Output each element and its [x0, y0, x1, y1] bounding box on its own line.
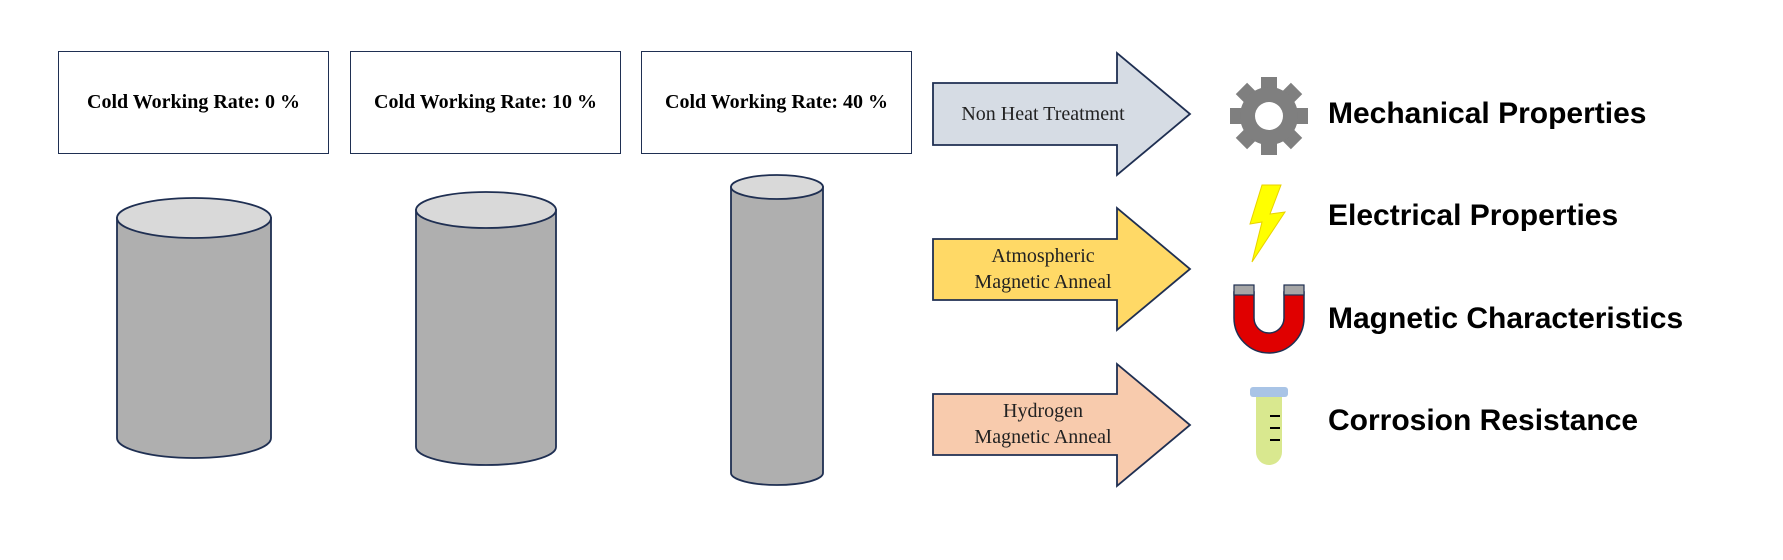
arrow-atmospheric-anneal	[932, 206, 1192, 332]
treatment-label-atmospheric: Atmospheric Magnetic Anneal	[933, 243, 1153, 295]
gear-icon	[1230, 77, 1308, 155]
sample-label-40: Cold Working Rate: 40 %	[641, 51, 912, 154]
property-mechanical: Mechanical Properties	[1328, 97, 1647, 130]
treatment-line: Non Heat Treatment	[961, 103, 1125, 125]
treatment-line: Hydrogen	[1003, 400, 1083, 422]
property-corrosion: Corrosion Resistance	[1328, 404, 1639, 437]
test-tube-icon	[1250, 387, 1288, 465]
cylinder-0	[116, 197, 272, 459]
sample-label-10: Cold Working Rate: 10 %	[350, 51, 621, 154]
treatment-line: Magnetic Anneal	[974, 426, 1112, 448]
treatment-line: Atmospheric	[991, 245, 1095, 267]
arrow-hydrogen-anneal	[932, 362, 1192, 488]
treatment-label-non-heat: Non Heat Treatment	[933, 101, 1153, 127]
lightning-icon	[1249, 184, 1287, 263]
cylinder-10	[415, 191, 557, 466]
treatment-line: Magnetic Anneal	[974, 271, 1112, 293]
treatment-label-hydrogen: Hydrogen Magnetic Anneal	[933, 398, 1153, 450]
property-electrical: Electrical Properties	[1328, 199, 1619, 232]
cylinder-40	[730, 174, 824, 486]
arrow-non-heat-treatment	[932, 51, 1192, 177]
sample-label-0: Cold Working Rate: 0 %	[58, 51, 329, 154]
magnet-icon	[1233, 284, 1305, 354]
property-magnetic: Magnetic Characteristics	[1328, 302, 1684, 335]
